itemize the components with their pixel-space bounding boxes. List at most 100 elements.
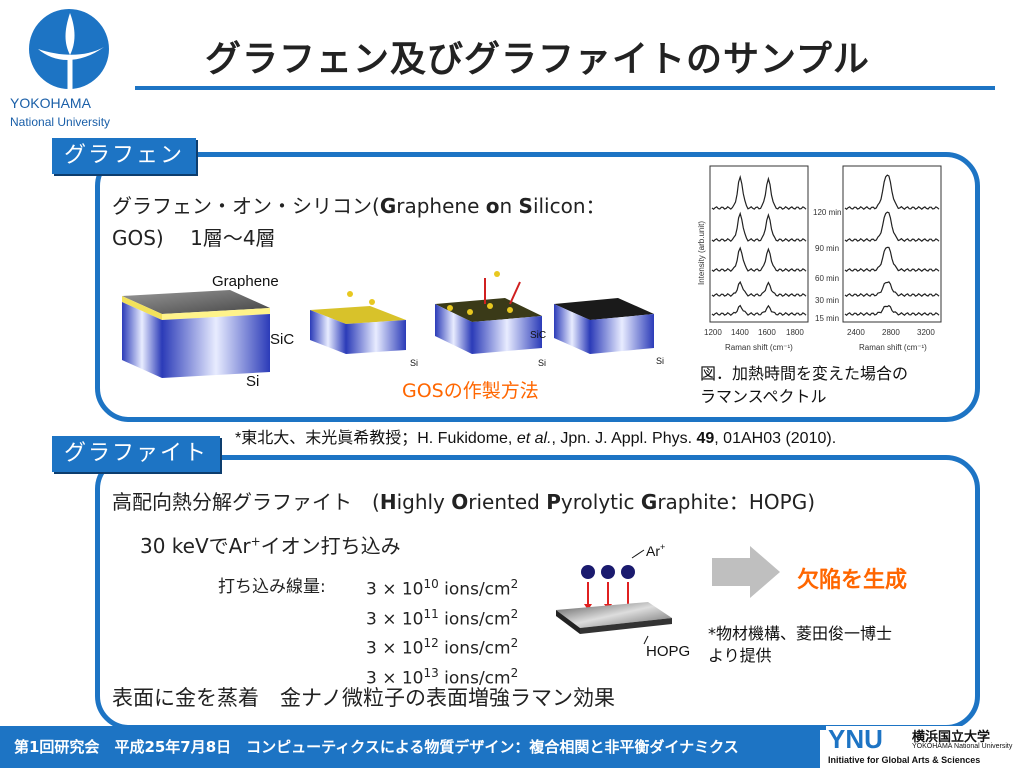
gos-desc-g-rest: raphene: [396, 194, 486, 218]
raman-trace: [844, 174, 940, 210]
dose-item: 3 × 1013 ions/cm2: [366, 665, 519, 689]
gos-block-1: [122, 290, 270, 378]
label-si-3: Si: [538, 358, 546, 368]
ar-ion-icon: [581, 565, 595, 579]
provider-line1: *物材機構、菱田俊一博士: [708, 624, 893, 643]
raman-trace: [711, 304, 807, 316]
hopg-desc-o-rest: riented: [468, 490, 547, 514]
reference-mid: , Jpn. J. Appl. Phys.: [551, 430, 697, 447]
raman-left-frame: [709, 165, 809, 323]
hopg-desc-g-rest: raphite：HOPG): [657, 490, 816, 514]
raman-trace-label: 30 min: [815, 296, 839, 305]
raman-caption-line1: 図．加熱時間を変えた場合の: [700, 364, 909, 383]
ynu-footer-logo: YNU 横浜国立大学 YOKOHAMA National University …: [826, 724, 1024, 768]
hopg-desc-p: P: [546, 490, 561, 514]
result-arrow-icon: [712, 546, 780, 598]
graphene-tag: グラフェン: [52, 138, 197, 174]
gos-desc-o-rest: n: [499, 194, 519, 218]
dose-item: 3 × 1011 ions/cm2: [366, 606, 519, 630]
defect-result: 欠陥を生成: [797, 568, 908, 593]
reference-citation: *東北大、末光眞希教授；H. Fukidome, et al., Jpn. J.…: [235, 424, 836, 448]
logo-mark-icon: [29, 9, 109, 89]
graphene-panel: [95, 152, 980, 422]
hopg-desc-p-rest: yrolytic: [560, 490, 641, 514]
label-graphene: Graphene: [212, 273, 279, 290]
raman-left-tick: 1600: [758, 328, 776, 337]
raman-left-x-label: Raman shift (cm⁻¹): [725, 343, 793, 352]
ar-ion-icon: [621, 565, 635, 579]
dose-list: 3 × 1010 ions/cm2 3 × 1011 ions/cm2 3 × …: [366, 572, 518, 691]
raman-trace: [711, 246, 807, 273]
gos-block-2: [310, 291, 406, 354]
logo-text-yokohama: YOKOHAMA: [10, 95, 91, 111]
reference-pre: *東北大、末光眞希教授；H. Fukidome,: [235, 430, 517, 447]
hopg-implant-diagram: Ar+ HOPG: [556, 542, 690, 660]
implant-sup: +: [250, 534, 261, 549]
gos-fabrication-diagram: Graphene SiC Si Si SiC Si Si: [122, 271, 664, 390]
implant-suffix: イオン打ち込み: [260, 534, 401, 558]
raman-right-tick: 2400: [847, 328, 865, 337]
hopg-substrate: [556, 602, 672, 628]
gold-deposition-line: 表面に金を蒸着 金ナノ微粒子の表面増強ラマン効果: [112, 686, 615, 710]
ar-label: Ar+: [646, 542, 665, 559]
raman-right-x-label: Raman shift (cm⁻¹): [859, 343, 927, 352]
reference-volume: 49: [696, 430, 715, 447]
gos-description-line2: GOS) 1層〜4層: [112, 226, 276, 250]
raman-trace-label: 60 min: [815, 274, 839, 283]
gos-block-4: [554, 298, 654, 354]
reference-etal: et al.: [516, 430, 552, 447]
ion-implant-line: 30 keVでAr+イオン打ち込み: [140, 530, 401, 559]
provider-line2: より提供: [708, 646, 772, 665]
label-sic-2: SiC: [530, 330, 546, 341]
graphite-panel: [95, 455, 980, 730]
ynu-en-name: YOKOHAMA National University: [912, 743, 1013, 750]
raman-trace-label: 15 min: [815, 314, 839, 323]
hopg-desc-prefix: 高配向熱分解グラファイト (: [112, 490, 380, 514]
label-sic: SiC: [270, 331, 294, 348]
raman-trace: [844, 304, 940, 316]
raman-right-traces: [844, 174, 940, 316]
logo-text-national-university: National University: [10, 115, 111, 129]
dose-item: 3 × 1010 ions/cm2: [366, 577, 519, 600]
hopg-desc-o: O: [451, 490, 469, 514]
raman-trace-label: 120 min: [813, 208, 841, 217]
gos-description-line1: グラフェン・オン・シリコン(Graphene on Silicon：: [112, 190, 606, 219]
raman-right-tick: 2800: [882, 328, 900, 337]
reference-post: , 01AH03 (2010).: [714, 430, 837, 447]
label-si-2: Si: [410, 358, 418, 368]
raman-trace: [711, 211, 807, 243]
footer-text: 第1回研究会 平成25年7月8日 コンピューティクスによる物質デザイン：複合相関…: [14, 738, 739, 756]
raman-trace: [844, 281, 940, 297]
gos-desc-g: G: [379, 194, 397, 218]
raman-left-traces: [711, 174, 807, 316]
hopg-description: 高配向熱分解グラファイト (Highly Oriented Pyrolytic …: [112, 486, 815, 515]
raman-trace: [711, 174, 807, 210]
raman-trace-label: 90 min: [815, 244, 839, 253]
raman-spectra-figure: Intensity (arb.unit) Raman shift (cm⁻¹) …: [697, 165, 942, 352]
gos-block-3: [435, 271, 542, 354]
gos-caption: GOSの作製方法: [402, 376, 539, 403]
graphite-tag: グラファイト: [52, 436, 221, 472]
implant-prefix: 30 keVでAr: [140, 534, 251, 558]
gos-desc-s-rest: ilicon：: [532, 194, 606, 218]
title-underline: [135, 86, 995, 90]
raman-left-tick: 1800: [786, 328, 804, 337]
dose-label: 打ち込み線量:: [218, 577, 326, 597]
hopg-label: HOPG: [646, 643, 690, 660]
label-si: Si: [246, 373, 259, 390]
raman-trace: [711, 280, 807, 298]
ar-ion-icon: [601, 565, 615, 579]
gos-desc-prefix: グラフェン・オン・シリコン(: [112, 194, 380, 218]
label-si-4: Si: [656, 356, 664, 366]
gos-desc-s: S: [518, 194, 533, 218]
gos-caption-rest: の作製方法: [443, 380, 539, 402]
raman-y-axis-label: Intensity (arb.unit): [697, 221, 706, 285]
raman-left-tick: 1200: [704, 328, 722, 337]
raman-caption-line2: ラマンスペクトル: [700, 387, 827, 406]
hopg-desc-g: G: [640, 490, 658, 514]
ynu-wordmark: YNU: [828, 724, 883, 754]
university-logo: [24, 5, 114, 93]
gos-desc-o: o: [485, 194, 500, 218]
raman-trace: [844, 246, 940, 272]
raman-right-frame: [842, 165, 942, 323]
